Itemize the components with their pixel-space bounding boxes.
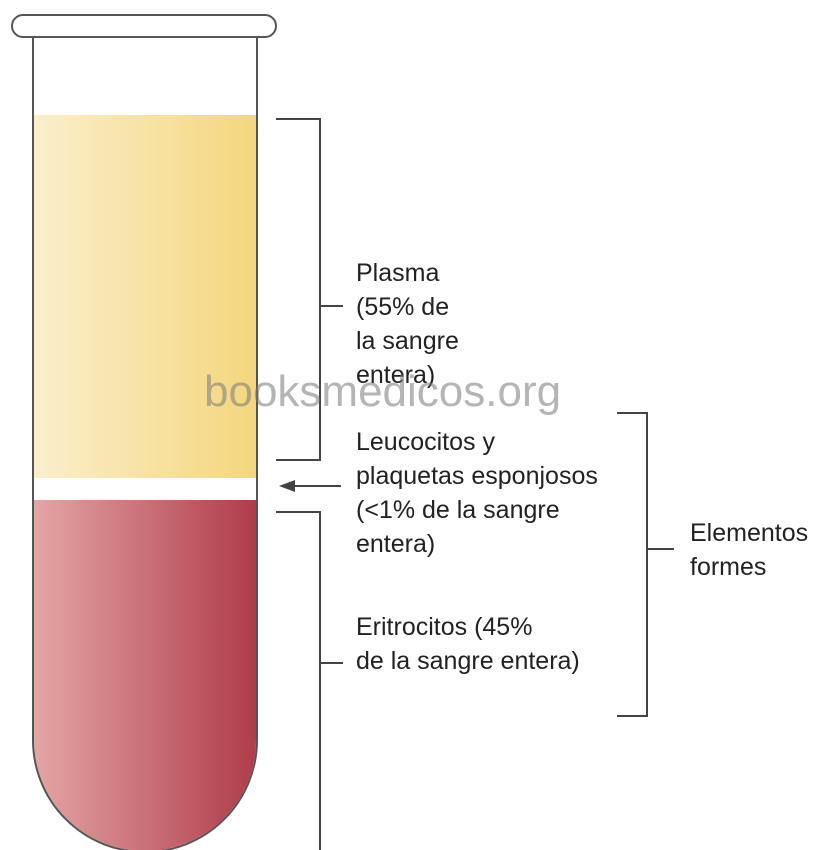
test-tube xyxy=(12,15,276,850)
buffy-coat-arrow xyxy=(279,480,341,492)
formed-elements-label: Elementos formes xyxy=(690,516,808,584)
erythrocyte-bracket xyxy=(276,512,343,850)
tube-rim xyxy=(12,15,276,37)
buffy-coat-label: Leucocitos y plaquetas esponjosos (<1% d… xyxy=(356,425,598,561)
tube-erythrocyte-layer xyxy=(34,500,256,850)
watermark-text: booksmedicos.org xyxy=(204,366,561,418)
formed-elements-bracket xyxy=(617,413,674,716)
tube-plasma-layer xyxy=(34,115,256,478)
erythrocytes-label: Eritrocitos (45% de la sangre entera) xyxy=(356,610,580,678)
